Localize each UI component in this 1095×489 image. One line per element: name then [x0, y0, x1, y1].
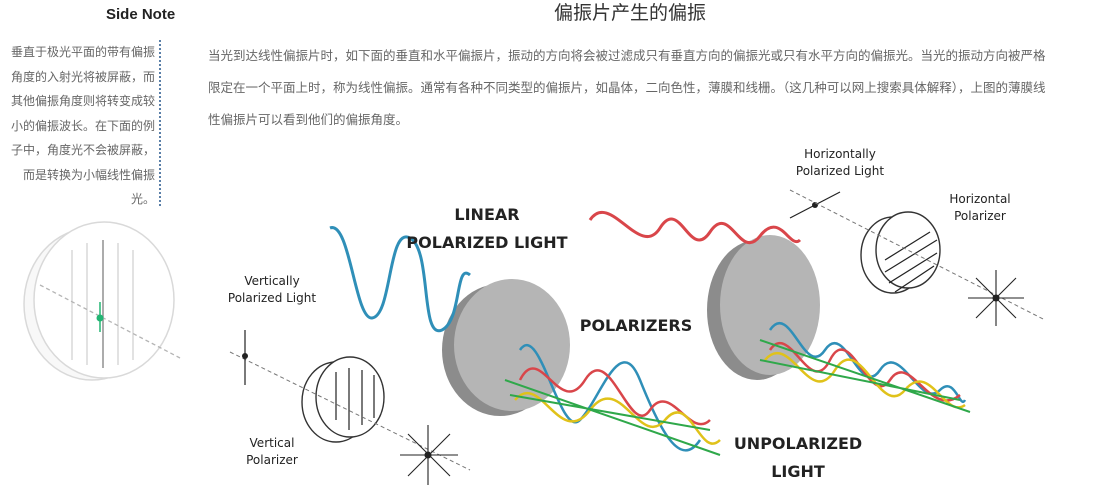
label-linear-1: LINEAR: [454, 205, 519, 224]
horizontally-polarized-wave: [588, 211, 802, 245]
side-polarizer-illustration: [23, 221, 181, 381]
label-unpolarized-2: LIGHT: [771, 462, 825, 481]
vertical-polarizer-illustration: [229, 330, 471, 471]
label-horizontally-1: Horizontally: [804, 147, 876, 161]
label-unpolarized-1: UNPOLARIZED: [734, 434, 862, 453]
polarizer-disk-left: [442, 279, 570, 416]
side-note-title: Side Note: [106, 6, 176, 23]
label-horizontal-polarizer-1: Horizontal: [949, 192, 1010, 206]
unpolarized-wave-bundle: [504, 321, 971, 456]
label-vertically-2: Polarized Light: [228, 291, 316, 305]
horizontal-polarizer-illustration: [789, 189, 1046, 321]
label-vertical-polarizer-1: Vertical: [250, 436, 295, 450]
label-vertical-polarizer-2: Polarizer: [246, 453, 298, 467]
polarizer-disk-right: [707, 235, 820, 380]
label-polarizers: POLARIZERS: [580, 316, 693, 335]
article-paragraph: 当光到达线性偏振片时，如下面的垂直和水平偏振片，振动的方向将会被过滤成只有垂直方…: [208, 48, 1046, 127]
label-vertically-1: Vertically: [244, 274, 299, 288]
unpolarized-star-right: [968, 270, 1024, 326]
unpolarized-star-left: [400, 425, 458, 485]
label-horizontally-2: Polarized Light: [796, 164, 884, 178]
vertically-polarized-wave: [329, 226, 471, 333]
side-accent-arrow: [96, 302, 104, 332]
page-title: 偏振片产生的偏振: [553, 2, 706, 24]
label-horizontal-polarizer-2: Polarizer: [954, 209, 1006, 223]
label-linear-2: POLARIZED LIGHT: [406, 233, 567, 252]
side-note-text: 垂直于极光平面的带有偏振角度的入射光将被屏蔽，而其他偏振角度则将转变成较小的偏振…: [4, 40, 161, 206]
